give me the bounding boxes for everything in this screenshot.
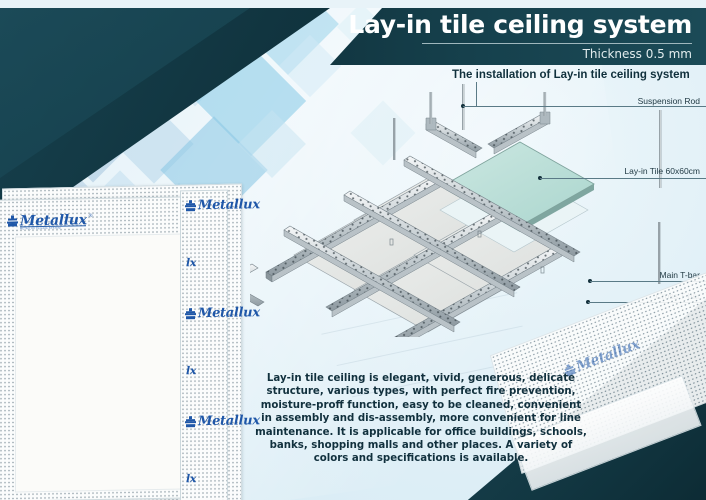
panel-front-face (15, 233, 185, 493)
brand-logo-edge: Metallux (185, 305, 260, 322)
main-t-bar (265, 175, 443, 283)
diagram-heading: The installation of Lay-in tile ceiling … (452, 69, 690, 81)
isometric-ceiling-diagram (250, 92, 680, 337)
leader-line-main-t-bar (590, 281, 706, 282)
top-white-strip (0, 0, 706, 8)
cross-t-bar-stub (425, 117, 483, 159)
brand-logo-edge: Metallux (185, 413, 260, 430)
cross-t-bar (283, 225, 461, 333)
leader-line-heading (476, 82, 477, 106)
brand-logo-edge: Metallux (185, 197, 260, 214)
cross-t-bar (403, 155, 581, 263)
metallux-wordmark-short: lx (186, 472, 197, 486)
leader-line-lay-in-tile (540, 178, 706, 179)
main-t-bar-stub (487, 111, 551, 155)
metallux-wordmark-short: lx (186, 256, 197, 270)
thickness-subtitle: Thickness 0.5 mm (582, 47, 692, 61)
metallux-mark-icon (7, 215, 18, 227)
main-t-bar-stub-left (250, 293, 265, 307)
metallux-mark-icon (185, 415, 196, 428)
main-t-bar (325, 210, 503, 318)
metallux-wordmark: Metallux (198, 413, 260, 430)
registered-mark: ® (88, 213, 93, 220)
cross-t-bar-stub-left (250, 263, 259, 273)
header-band (330, 8, 706, 65)
title-divider (422, 43, 692, 44)
metallux-wordmark-short: lx (186, 364, 197, 378)
dimension-tick (389, 230, 545, 274)
metallux-wordmark: Metallux (198, 305, 260, 322)
page-title: Lay-in tile ceiling system (348, 10, 692, 39)
cross-t-bar-group (283, 155, 581, 333)
description-paragraph: Lay-in tile ceiling is elegant, vivid, g… (255, 373, 587, 465)
cross-t-bar (343, 190, 521, 298)
label-lay-in-tile: Lay-in Tile 60x60cm (624, 166, 700, 176)
label-suspension-rod: Suspension Rod (637, 96, 700, 106)
metallux-mark-icon (185, 199, 196, 212)
metallux-wordmark: Metallux (198, 197, 260, 214)
suspension-rod (543, 92, 547, 116)
brand-logo: Metallux METALLUX CEILING SYSTEM ® (7, 212, 93, 231)
label-main-t-bar: Main T-bar (659, 270, 700, 280)
panel-edge-strip: Metallux lx Metallux lx (180, 189, 260, 500)
leader-line-suspension-rod (463, 106, 706, 107)
metallux-mark-icon (185, 307, 196, 320)
metallux-tagline: METALLUX CEILING SYSTEM (20, 226, 61, 231)
ceiling-panel-front: Metallux METALLUX CEILING SYSTEM ® (0, 196, 204, 500)
ceiling-diagram-svg (250, 92, 595, 337)
panel-stack: Metallux METALLUX CEILING SYSTEM ® Metal… (0, 172, 260, 500)
header-content: Lay-in tile ceiling system Thickness 0.5… (348, 8, 706, 65)
suspension-rod (429, 92, 433, 124)
